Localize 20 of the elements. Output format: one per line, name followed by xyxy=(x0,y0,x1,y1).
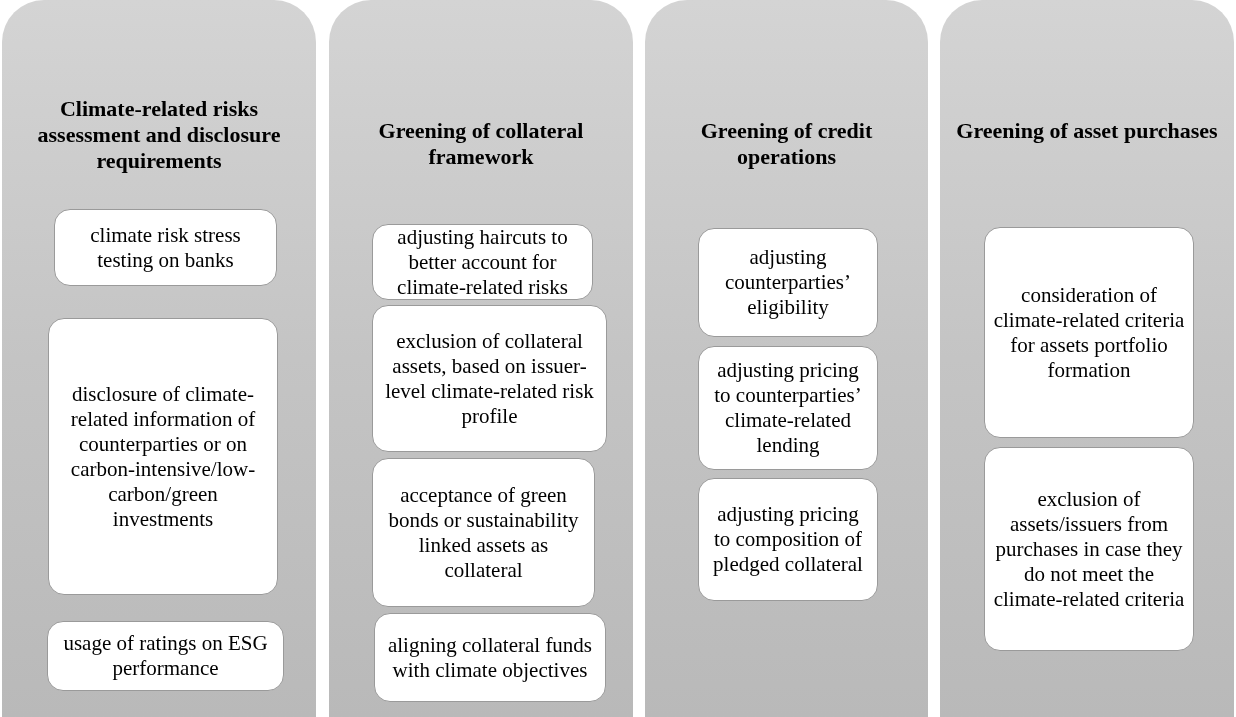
column-heading: Greening of credit operations xyxy=(699,118,874,170)
measure-box: climate risk stress testing on banks xyxy=(54,209,277,286)
column-heading: Greening of collateral framework xyxy=(377,118,585,170)
measure-box: aligning collateral funds with climate objectives xyxy=(374,613,606,702)
measure-box: usage of ratings on ESG performance xyxy=(47,621,284,691)
measure-box: adjusting haircuts to better account for climate-related risks xyxy=(372,224,593,300)
measure-box: adjusting counterparties’ eligibility xyxy=(698,228,878,337)
column-panel xyxy=(2,0,316,717)
measure-box: disclosure of climate-related information of counterparties or on carbon-intensive/low-carbon/green investments xyxy=(48,318,278,595)
column-heading: Greening of asset purchases xyxy=(955,118,1219,144)
measure-box: exclusion of collateral assets, based on issuer-level climate-related risk profile xyxy=(372,305,607,452)
measure-box: consideration of climate-related criteria for assets portfolio formation xyxy=(984,227,1194,438)
measure-box: adjusting pricing to composition of pledged collateral xyxy=(698,478,878,601)
measure-box: adjusting pricing to counterparties’ climate-related lending xyxy=(698,346,878,470)
column-panel xyxy=(940,0,1234,717)
measure-box: exclusion of assets/issuers from purchases in case they do not meet the climate-related criteria xyxy=(984,447,1194,651)
column-heading: Climate-related risks assessment and disclosure requirements xyxy=(36,96,282,174)
measure-box: acceptance of green bonds or sustainability linked assets as collateral xyxy=(372,458,595,607)
column-panel xyxy=(329,0,633,717)
column-panel xyxy=(645,0,928,717)
